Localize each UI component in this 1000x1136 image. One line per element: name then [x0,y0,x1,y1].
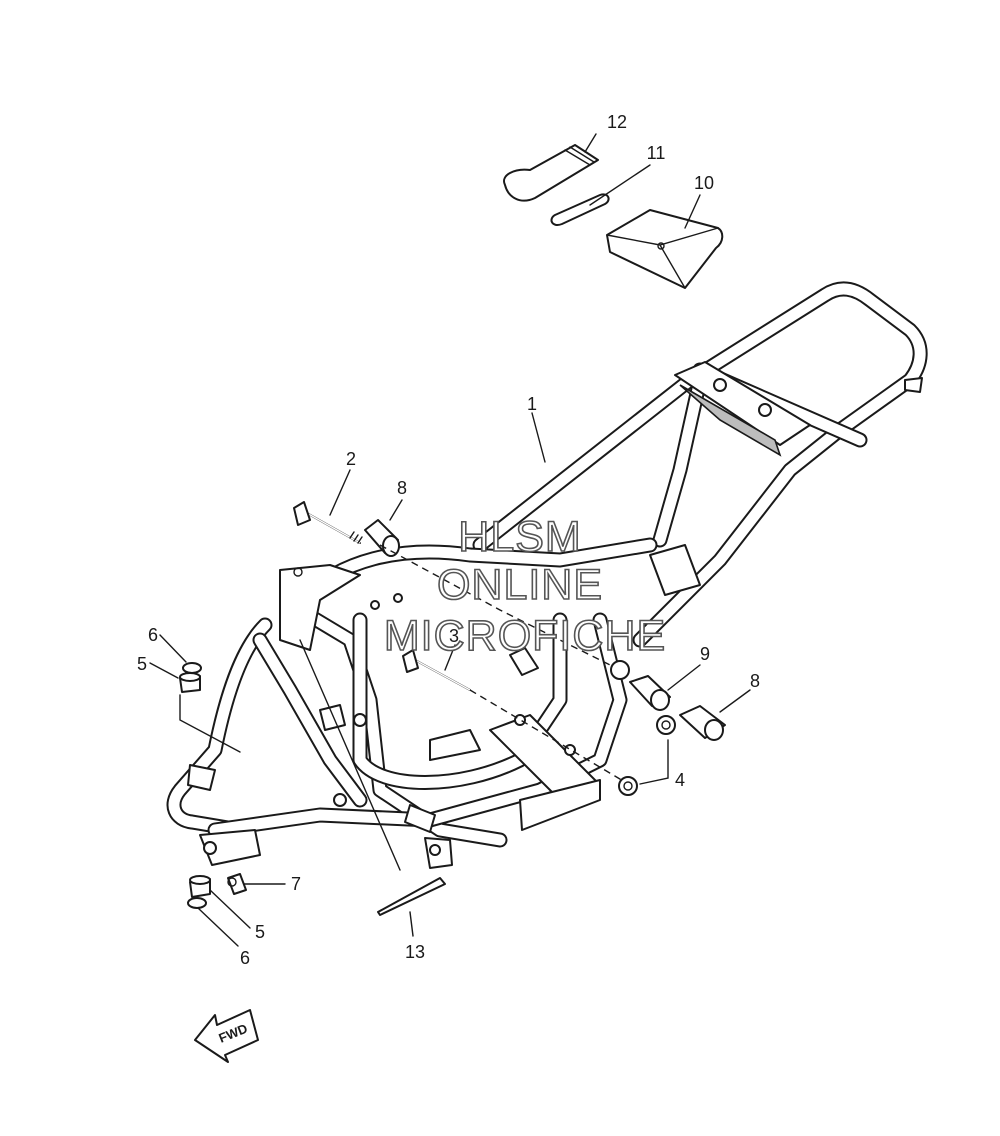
callout-5-lower: 5 [255,922,265,942]
part-6-o-ring-upper[interactable] [182,662,202,674]
watermark-line-3: MICROFICHE [384,612,666,660]
callout-3: 3 [449,626,459,646]
part-2-bolt[interactable] [293,501,363,544]
part-3-bolt[interactable] [402,649,471,691]
callout-6-lower: 6 [240,948,250,968]
callout-4: 4 [675,770,685,790]
part-4-nut-upper[interactable] [656,715,676,735]
part-4-nut-lower[interactable] [618,776,638,796]
callout-11: 10 [694,173,714,193]
part-11-pouch[interactable] [606,209,724,289]
watermark-line-2: ONLINE [437,561,603,609]
callout-13: 12 [607,112,627,132]
callout-12: 11 [647,143,666,163]
part-1-frame[interactable] [166,281,928,869]
part-10-plate[interactable] [377,877,446,916]
leader-lines [149,133,751,947]
callout-8-upper: 8 [397,478,407,498]
callout-2: 2 [346,449,356,469]
watermark: HLSM ONLINE MICROFICHE [383,512,666,661]
part-9-collar[interactable] [629,675,671,711]
part-6-o-ring-lower[interactable] [187,897,207,909]
part-8-collar-lower[interactable] [679,705,726,741]
part-8-collar-upper[interactable] [364,519,400,557]
callout-10: 13 [405,942,425,962]
fwd-arrow-icon: FWD [194,1009,259,1063]
callout-1: 1 [527,394,537,414]
frame-bushing [509,647,630,680]
callout-8-lower: 8 [750,671,760,691]
watermark-line-1: HLSM [458,513,581,561]
part-13-bag[interactable] [503,144,599,202]
part-7-fitting[interactable] [227,873,247,895]
callout-7: 7 [291,874,301,894]
callout-9: 9 [700,644,710,664]
callout-6-upper: 6 [148,625,158,645]
part-5-grommet-lower[interactable] [189,875,211,898]
part-5-grommet-upper[interactable] [179,672,201,693]
callout-5-upper: 5 [137,654,147,674]
